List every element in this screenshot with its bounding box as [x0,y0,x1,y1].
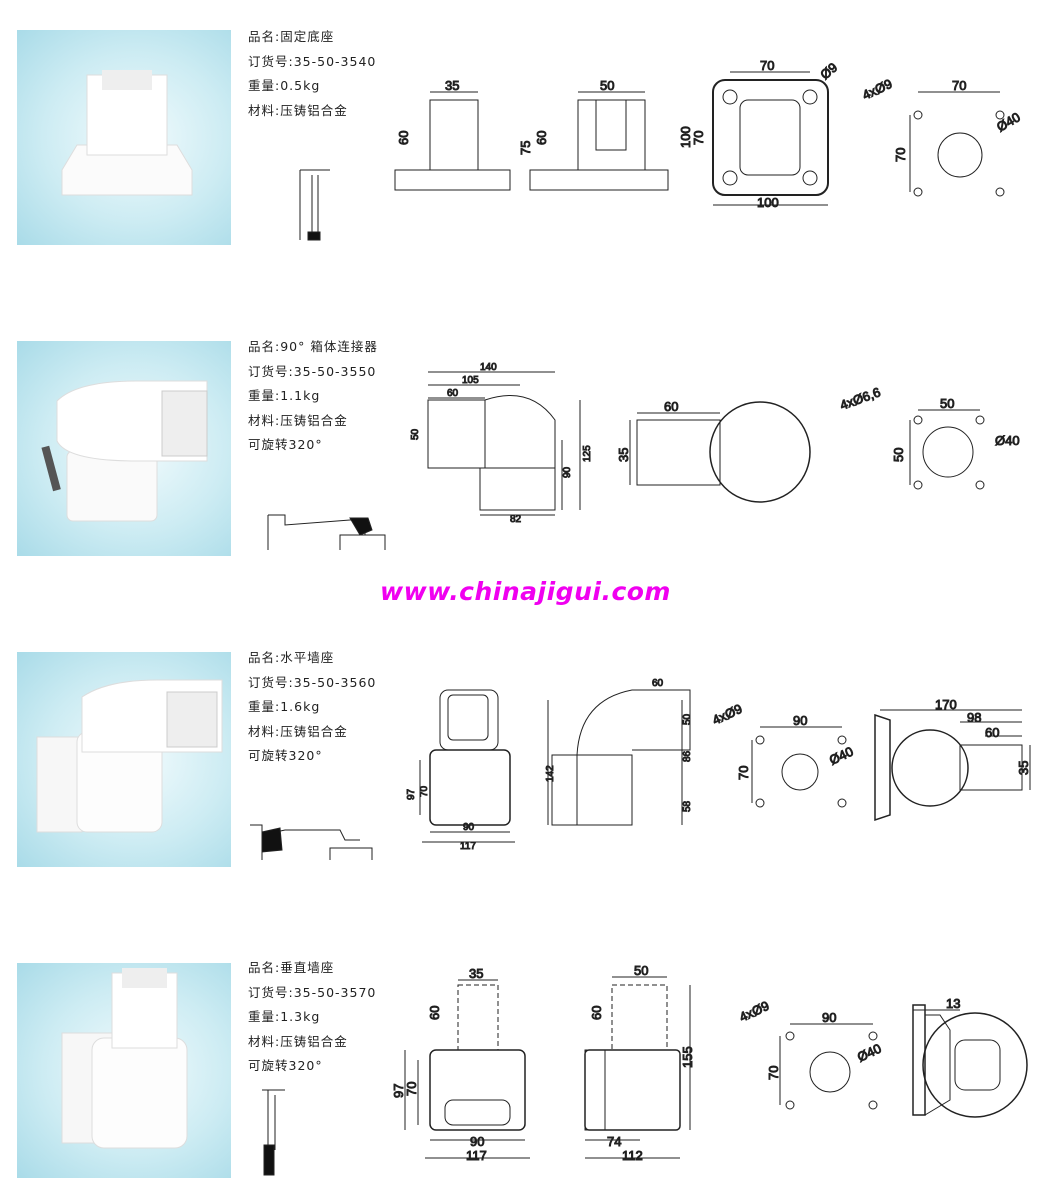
weight: 重量:1.3kg [248,1009,321,1024]
weight: 重量:1.1kg [248,388,321,403]
product-info-2: 品名:90° 箱体连接器 订货号:35-50-3550 重量:1.1kg 材料:… [248,335,378,458]
dim-label: 60 [589,1006,604,1020]
dim-label: 35 [1016,761,1031,775]
dim-label: 50 [682,713,693,725]
dim-label: 4xØ9 [737,998,772,1025]
dim-label: 50 [940,396,954,411]
material: 材料:压铸铝合金 [248,1033,348,1049]
dim-label: 70 [760,58,774,73]
product-photo-90-connector [17,341,231,556]
product-name: 品名:固定底座 [248,29,335,44]
dim-label: 13 [946,996,960,1011]
dim-label: 58 [682,800,693,812]
dim-label: 82 [510,514,522,525]
dim-label: 90 [562,466,573,478]
product-info-1: 品名:固定底座 订货号:35-50-3540 重量:0.5kg 材料:压铸铝合金 [248,25,376,123]
dim-label: 35 [616,448,631,462]
dim-label: 70 [766,1066,781,1080]
dim-label: 142 [545,765,556,782]
dim-label: 50 [410,428,421,440]
dim-label: 60 [664,399,678,414]
order-number: 订货号:35-50-3560 [248,674,377,690]
weight: 重量:1.6kg [248,699,321,714]
product-name: 品名:90° 箱体连接器 [248,339,378,354]
dim-label: 98 [967,710,981,725]
dim-label: 70 [691,131,706,145]
weight: 重量:0.5kg [248,78,321,93]
dim-label: 170 [935,697,957,712]
product-name: 品名:水平墙座 [248,650,335,665]
dim-label: 60 [396,131,411,145]
rotation: 可旋转320° [248,1058,323,1073]
dim-label: Ø40 [995,433,1020,448]
dim-label: 97 [391,1084,406,1098]
dim-label: 4xØ6,6 [838,384,883,412]
product-photo-fixed-base [17,30,231,245]
order-number: 订货号:35-50-3570 [248,984,377,1000]
dim-label: 60 [427,1006,442,1020]
dim-label: 4xØ9 [710,701,745,728]
dim-label: 86 [682,750,693,762]
product-photo-vertical-wall-mount [17,963,231,1178]
dim-label: 35 [445,78,459,93]
rotation: 可旋转320° [248,748,323,763]
dim-label: 50 [634,963,648,978]
rotation: 可旋转320° [248,437,323,452]
dim-label: 74 [607,1134,621,1149]
dim-label: 60 [534,131,549,145]
dim-label: 70 [404,1082,419,1096]
dim-label: Ø40 [855,1041,884,1065]
dim-label: 75 [518,141,533,155]
dim-label: 90 [822,1010,836,1025]
dim-label: 90 [470,1134,484,1149]
drawing-90-connector [267,371,985,550]
dim-label: 125 [582,445,593,462]
order-number: 订货号:35-50-3550 [248,363,377,379]
dim-label: 117 [466,1148,487,1163]
product-info-4: 品名:垂直墙座 订货号:35-50-3570 重量:1.3kg 材料:压铸铝合金… [248,956,376,1079]
product-info-3: 品名:水平墙座 订货号:35-50-3560 重量:1.6kg 材料:压铸铝合金… [248,646,376,769]
dim-label: 70 [893,148,908,162]
product-name: 品名:垂直墙座 [248,960,335,975]
drawing-vertical-wall-mount [262,976,1028,1176]
dim-label: 50 [600,78,614,93]
dim-label: Ø40 [827,744,856,768]
dim-label: 140 [480,362,497,373]
material: 材料:压铸铝合金 [248,723,348,739]
drawing-horizontal-wall-mount [250,689,1031,860]
dim-label: 155 [680,1046,695,1068]
dim-label: Ø40 [994,109,1023,134]
dim-label: 90 [793,713,807,728]
dim-label: 100 [757,195,779,210]
dim-label: 70 [952,78,966,93]
dim-label: 100 [678,126,693,148]
dim-label: 97 [406,788,417,800]
dim-label: 60 [985,725,999,740]
dim-label: 50 [891,448,906,462]
dim-label: Ø9 [817,60,840,83]
product-photo-horizontal-wall-mount [17,652,231,867]
dim-label: 70 [419,785,430,797]
drawing-fixed-base [299,71,1005,241]
dim-label: 117 [460,841,476,852]
website-watermark: www.chinajigui.com [380,577,671,606]
dim-label: 112 [622,1148,643,1163]
material: 材料:压铸铝合金 [248,102,348,118]
dim-label: 60 [652,678,664,689]
dim-label: 70 [736,766,751,780]
dim-label: 90 [463,822,475,833]
order-number: 订货号:35-50-3540 [248,53,377,69]
dim-label: 105 [462,375,479,386]
dim-label: 35 [469,966,483,981]
dim-label: 4xØ9 [860,76,895,103]
dim-label: 60 [447,388,459,399]
material: 材料:压铸铝合金 [248,412,348,428]
